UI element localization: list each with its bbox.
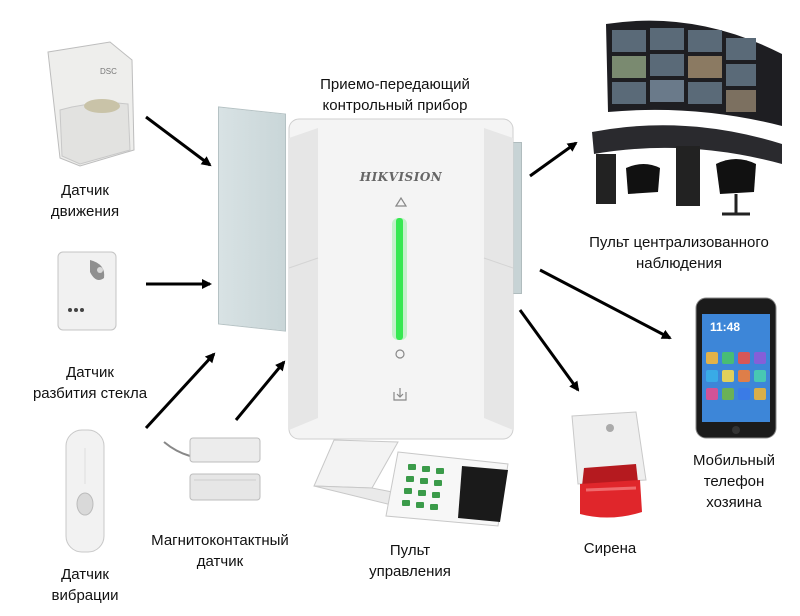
control-panel-icon xyxy=(288,118,514,440)
arrow-siren xyxy=(518,309,580,392)
motion-sensor-label: Датчик движения xyxy=(50,182,120,220)
magnetic-contact-icon xyxy=(163,437,261,501)
siren-icon xyxy=(571,411,647,518)
vibration-sensor-icon xyxy=(65,429,105,553)
siren xyxy=(566,410,654,524)
motion-sensor-icon: DSC xyxy=(47,41,135,167)
mobile-phone-icon xyxy=(695,297,777,439)
panel-title: Приемо-передающий контрольный прибор xyxy=(320,76,470,114)
mobile-phone-label: Мобильный телефон хозяина xyxy=(693,452,775,511)
arrow-phone xyxy=(539,268,672,340)
keypad-icon xyxy=(313,439,509,527)
magnetic-contact xyxy=(160,428,270,518)
vibration-sensor xyxy=(62,428,108,554)
arrow-magnetic xyxy=(234,360,286,421)
monitoring-station-label: Пульт централизованного наблюдения xyxy=(589,234,769,272)
motion-sensor-brand: DSC xyxy=(100,67,117,76)
monitoring-station xyxy=(586,14,786,224)
glass-break-sensor-icon xyxy=(57,251,117,331)
siren-label: Сирена xyxy=(583,540,637,557)
magnetic-contact-label: Магнитоконтактный датчик xyxy=(151,532,289,570)
keypad xyxy=(312,436,512,532)
mobile-phone: 11:48 xyxy=(690,296,780,440)
panel-brand: HIKVISION xyxy=(359,170,443,184)
monitoring-station-icon xyxy=(592,20,782,216)
motion-sensor: DSC xyxy=(40,40,140,170)
control-panel: HIKVISION xyxy=(288,118,514,440)
vibration-sensor-label: Датчик вибрации xyxy=(51,566,119,604)
arrow-motion xyxy=(145,115,212,167)
wall-plate xyxy=(218,106,286,332)
glass-break-sensor xyxy=(56,250,118,332)
glass-break-sensor-label: Датчик разбития стекла xyxy=(32,364,148,402)
phone-time: 11:48 xyxy=(710,320,741,334)
keypad-label: Пульт управления xyxy=(369,542,451,580)
arrow-monitoring xyxy=(529,141,578,178)
arrow-vibration xyxy=(144,352,216,430)
